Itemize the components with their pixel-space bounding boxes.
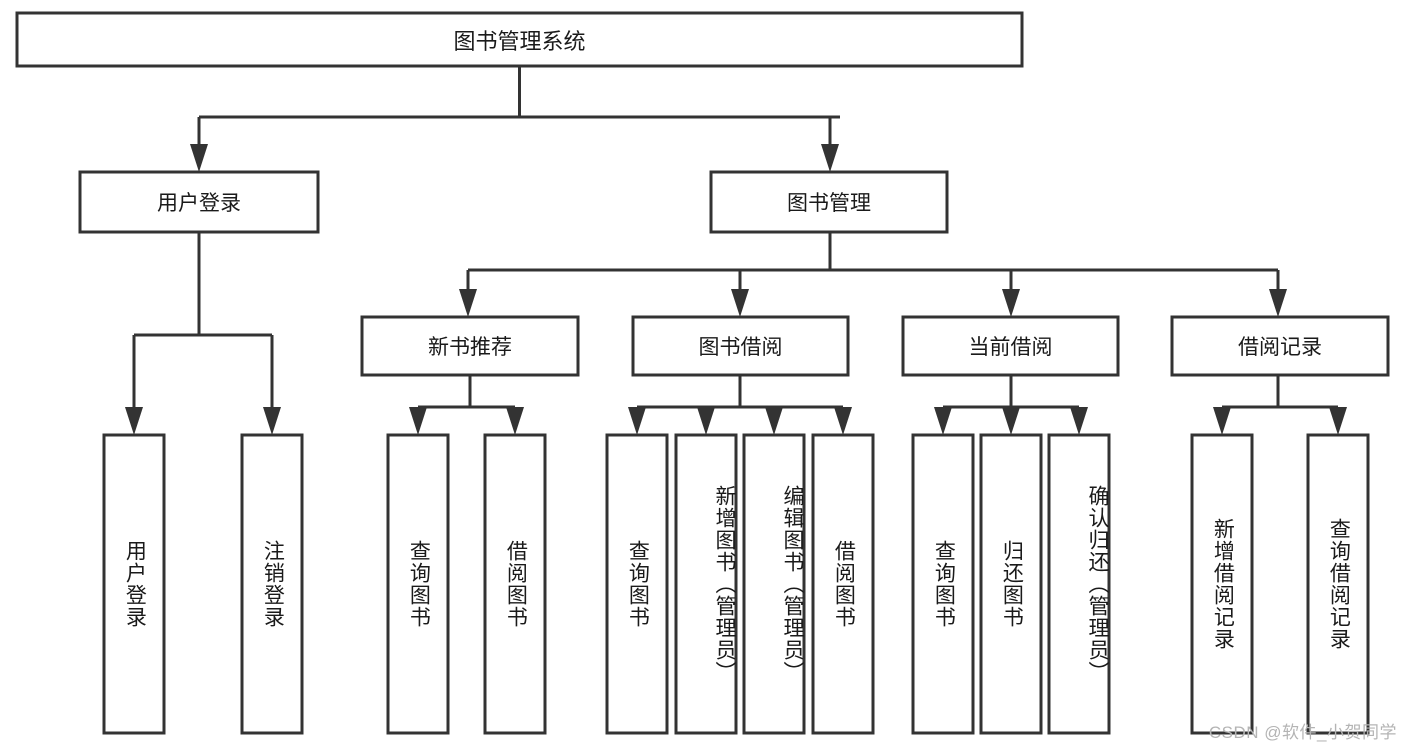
arrow-head-leaf-book-borrow-1	[628, 407, 646, 435]
node-box-book-management[interactable]	[709, 170, 949, 234]
arrow-head-borrow-record	[1269, 289, 1287, 317]
connector-group-new-book-recommend	[409, 375, 524, 435]
arrow-head-leaf-current-borrow-1	[934, 407, 952, 435]
node-box-leaf-current-borrow-3[interactable]	[1047, 433, 1111, 735]
arrow-head-new-book-recommend	[459, 289, 477, 317]
node-box-user-login[interactable]	[78, 170, 320, 234]
arrow-head-leaf-current-borrow-2	[1002, 407, 1020, 435]
node-box-leaf-new-book-1[interactable]	[386, 433, 450, 735]
arrow-head-user-login	[190, 144, 208, 172]
node-box-leaf-book-borrow-3[interactable]	[742, 433, 806, 735]
arrow-head-leaf-borrow-record-1	[1213, 407, 1231, 435]
connector-group-root	[190, 66, 840, 172]
connector-group-borrow-record	[1213, 375, 1347, 435]
node-box-leaf-current-borrow-2[interactable]	[979, 433, 1043, 735]
arrow-head-leaf-new-book-1	[409, 407, 427, 435]
arrow-head-leaf-borrow-record-2	[1329, 407, 1347, 435]
arrow-head-book-mgmt	[821, 144, 839, 172]
arrow-head-book-borrow	[731, 289, 749, 317]
node-box-leaf-borrow-record-2[interactable]	[1306, 433, 1370, 735]
connector-group-book-borrow	[628, 375, 852, 435]
connector-group-book-mgmt	[459, 232, 1287, 317]
node-box-leaf-user-login-1[interactable]	[102, 433, 166, 735]
node-box-borrow-record[interactable]	[1170, 315, 1390, 377]
arrow-head-leaf-new-book-2	[506, 407, 524, 435]
node-box-current-borrow[interactable]	[901, 315, 1120, 377]
node-box-leaf-borrow-record-1[interactable]	[1190, 433, 1254, 735]
node-box-new-book-recommend[interactable]	[360, 315, 580, 377]
node-box-book-borrow[interactable]	[631, 315, 850, 377]
node-box-leaf-book-borrow-1[interactable]	[605, 433, 669, 735]
arrow-head-leaf-user-login-2	[263, 407, 281, 435]
node-box-leaf-book-borrow-2[interactable]	[674, 433, 738, 735]
node-box-leaf-current-borrow-1[interactable]	[911, 433, 975, 735]
connector-group-current-borrow	[934, 375, 1088, 435]
arrow-head-leaf-book-borrow-4	[834, 407, 852, 435]
arrow-head-leaf-book-borrow-3	[765, 407, 783, 435]
node-box-leaf-new-book-2[interactable]	[483, 433, 547, 735]
node-box-leaf-user-login-2[interactable]	[240, 433, 304, 735]
node-box-leaf-book-borrow-4[interactable]	[811, 433, 875, 735]
arrow-head-leaf-current-borrow-3	[1070, 407, 1088, 435]
arrow-head-current-borrow	[1002, 289, 1020, 317]
csdn-watermark: CSDN @软件_小贺同学	[1208, 723, 1397, 742]
connector-group-user-login	[125, 232, 281, 435]
arrow-head-leaf-user-login-1	[125, 407, 143, 435]
node-box-root[interactable]	[15, 11, 1024, 68]
arrow-head-leaf-book-borrow-2	[697, 407, 715, 435]
